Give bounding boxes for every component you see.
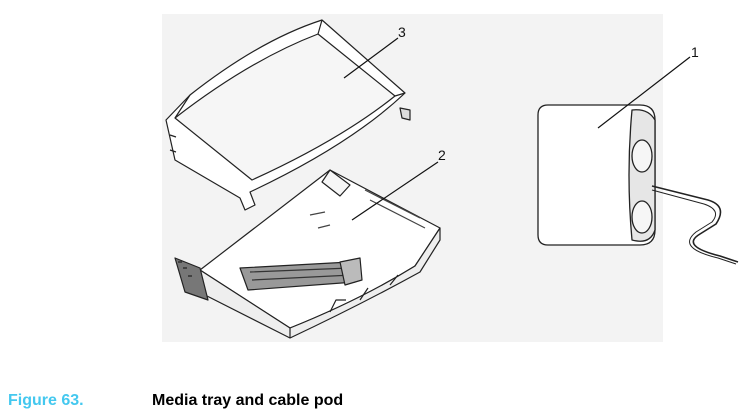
figure-caption-title: Media tray and cable pod [152, 392, 344, 409]
callout-number-1: 1 [691, 44, 699, 60]
callout-leader-2 [351, 161, 439, 221]
callout-leader-1 [597, 56, 691, 129]
callout-leader-3 [343, 37, 399, 79]
callout-number-2: 2 [438, 147, 446, 163]
callout-number-3: 3 [398, 24, 406, 40]
cable-pod [537, 104, 739, 265]
media-tray-cover [165, 19, 411, 211]
media-tray [174, 169, 441, 339]
figure-number: Figure 63. [8, 392, 84, 409]
